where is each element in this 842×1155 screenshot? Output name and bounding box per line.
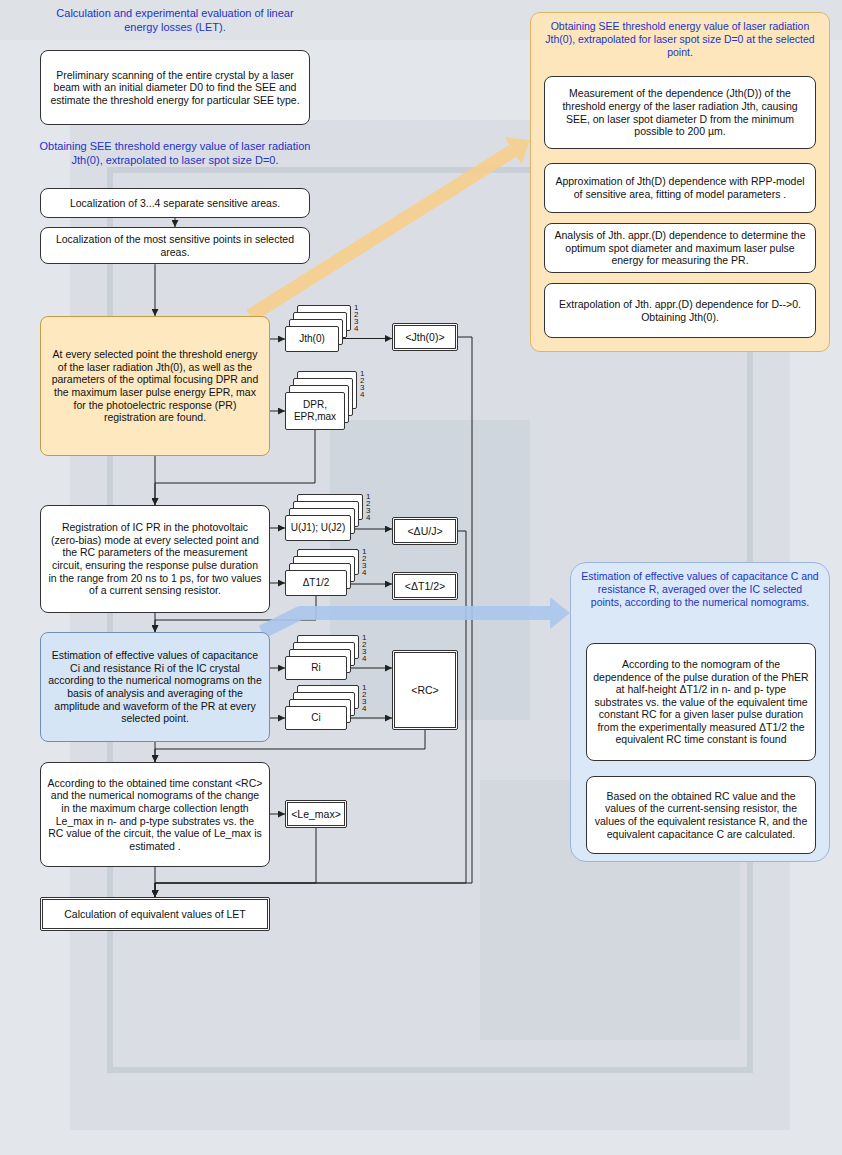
process-box: Approximation of Jth(D) dependence with … bbox=[544, 163, 816, 213]
connector bbox=[270, 583, 285, 584]
average-box: <ΔU/J> bbox=[392, 517, 458, 545]
process-box: Registration of IC PR in the photovoltai… bbox=[40, 505, 270, 613]
callout-number: 4 bbox=[362, 655, 366, 663]
box-text: Estimation of effective values of capaci… bbox=[47, 649, 263, 725]
connector bbox=[270, 528, 285, 529]
box-text: ΔT1/2 bbox=[303, 577, 330, 589]
connector bbox=[270, 339, 285, 340]
process-box: Preliminary scanning of the entire cryst… bbox=[40, 50, 310, 125]
box-text: Jth(0) bbox=[299, 333, 325, 345]
process-box: Localization of 3...4 separate sensitive… bbox=[40, 188, 310, 218]
process-box: Extrapolation of Jth. appr.(D) dependenc… bbox=[544, 283, 816, 338]
box-text: Calculation of equivalent values of LET bbox=[64, 908, 246, 921]
box-text: According to the nomogram of the depende… bbox=[593, 658, 809, 746]
connector bbox=[347, 718, 392, 719]
box-text: Preliminary scanning of the entire cryst… bbox=[47, 69, 303, 107]
connector bbox=[270, 718, 285, 719]
box-text: Extrapolation of Jth. appr.(D) dependenc… bbox=[551, 298, 809, 323]
box-text: Measurement of the dependence (Jth(D)) o… bbox=[551, 87, 809, 137]
detail-panel: Obtaining SEE threshold energy value of … bbox=[530, 12, 830, 352]
process-box: According to the nomogram of the depende… bbox=[586, 643, 816, 761]
wide-arrow bbox=[262, 597, 570, 632]
section-heading: Obtaining SEE threshold energy value of … bbox=[25, 140, 325, 168]
stacked-data-box: Jth(0) bbox=[285, 326, 339, 352]
average-box: <RC> bbox=[392, 650, 458, 730]
connector bbox=[347, 668, 392, 669]
box-text: DPR, EPR,max bbox=[289, 399, 341, 423]
panel-heading: Obtaining SEE threshold energy value of … bbox=[541, 20, 819, 59]
callout-number: 4 bbox=[362, 705, 366, 713]
box-text: U(J1); U(J2) bbox=[291, 522, 345, 534]
box-text: At every selected point the threshold en… bbox=[47, 348, 263, 424]
box-text: <ΔT1/2> bbox=[405, 580, 445, 593]
connector bbox=[175, 218, 176, 227]
callout-number: 4 bbox=[354, 325, 358, 333]
process-box: At every selected point the threshold en… bbox=[40, 316, 270, 456]
box-text: <Le_max> bbox=[291, 808, 341, 821]
stacked-data-box: DPR, EPR,max bbox=[285, 392, 345, 430]
connector bbox=[270, 814, 285, 815]
stacked-data-box: Ci bbox=[285, 706, 347, 730]
box-text: Analysis of Jth. appr.(D) dependence to … bbox=[551, 229, 809, 267]
process-box: Localization of the most sensitive point… bbox=[40, 227, 310, 264]
stacked-data-box: Ri bbox=[285, 656, 347, 680]
connector bbox=[155, 264, 156, 316]
average-box: <ΔT1/2> bbox=[392, 572, 458, 600]
callout-number: 4 bbox=[360, 391, 364, 399]
connector bbox=[347, 584, 392, 585]
box-text: Localization of 3...4 separate sensitive… bbox=[70, 197, 280, 210]
box-text: <Jth(0)> bbox=[405, 331, 444, 344]
box-text: Ci bbox=[311, 712, 320, 724]
connector bbox=[351, 529, 392, 530]
box-text: <ΔU/J> bbox=[407, 525, 442, 538]
process-box: Based on the obtained RC value and the v… bbox=[586, 776, 816, 854]
box-text: <RC> bbox=[411, 684, 438, 697]
callout-number: 4 bbox=[362, 569, 366, 577]
average-box: <Jth(0)> bbox=[392, 323, 458, 351]
stacked-data-box: U(J1); U(J2) bbox=[285, 515, 351, 541]
detail-panel: Estimation of effective values of capaci… bbox=[570, 562, 830, 862]
stacked-data-box: ΔT1/2 bbox=[285, 570, 347, 596]
callout-number: 4 bbox=[366, 514, 370, 522]
box-text: According to the obtained time constant … bbox=[47, 777, 263, 853]
box-text: Localization of the most sensitive point… bbox=[47, 233, 303, 258]
result-box: Calculation of equivalent values of LET bbox=[40, 897, 270, 931]
box-text: Ri bbox=[311, 662, 320, 674]
process-box: Measurement of the dependence (Jth(D)) o… bbox=[544, 76, 816, 149]
connector bbox=[270, 411, 285, 412]
connector bbox=[270, 668, 285, 669]
box-text: Registration of IC PR in the photovoltai… bbox=[47, 521, 263, 597]
diagram-title: Calculation and experimental evaluation … bbox=[40, 7, 310, 35]
process-box: Estimation of effective values of capaci… bbox=[40, 632, 270, 742]
connector bbox=[339, 338, 392, 339]
panel-heading: Estimation of effective values of capaci… bbox=[581, 570, 819, 609]
process-box: Analysis of Jth. appr.(D) dependence to … bbox=[544, 223, 816, 273]
process-box: According to the obtained time constant … bbox=[40, 762, 270, 867]
average-box: <Le_max> bbox=[285, 800, 347, 828]
box-text: Approximation of Jth(D) dependence with … bbox=[551, 175, 809, 200]
box-text: Based on the obtained RC value and the v… bbox=[593, 790, 809, 840]
